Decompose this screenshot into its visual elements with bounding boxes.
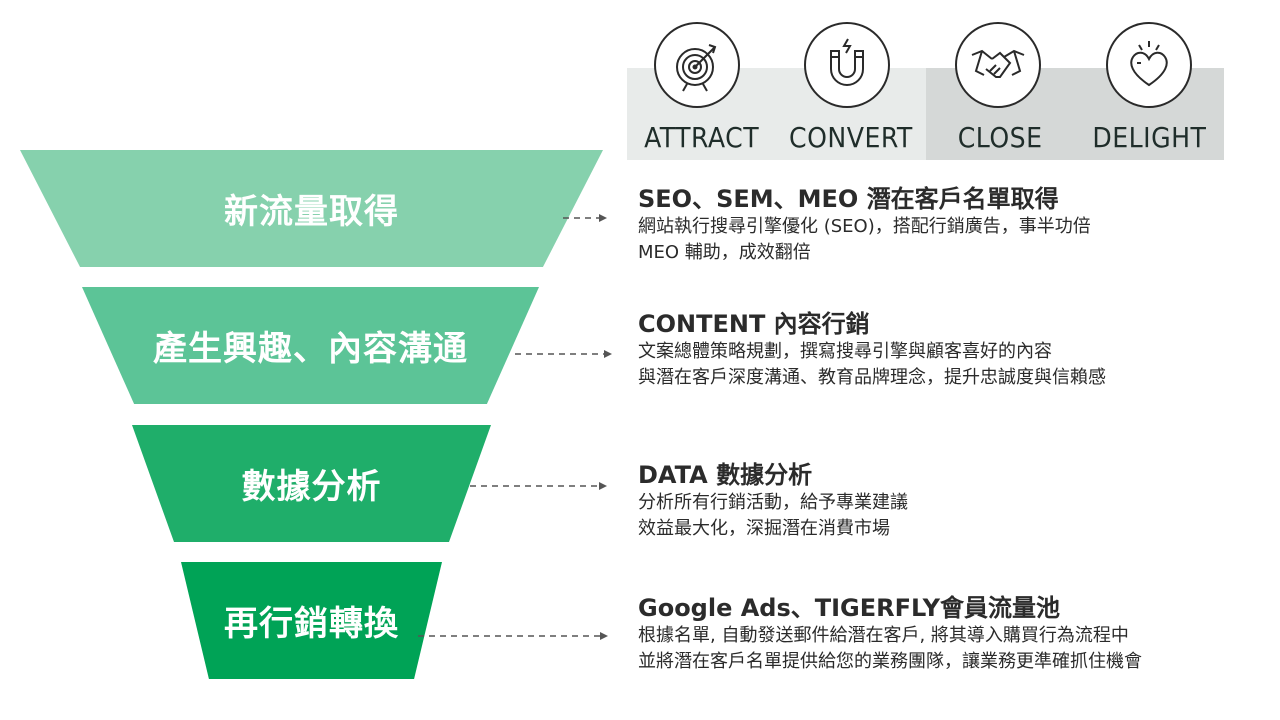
description-line: 分析所有行銷活動，給予專業建議 — [638, 492, 908, 513]
heart-icon — [1106, 22, 1192, 108]
description-line: 並將潛在客戶名單提供給您的業務團隊，讓業務更準確抓住機會 — [638, 651, 1142, 672]
description-title: SEO、SEM、MEO 潛在客戶名單取得 — [638, 185, 1059, 213]
funnel-stage-new-traffic: 新流量取得 — [20, 150, 603, 267]
description-line: 根據名單, 自動發送郵件給潛在客戶, 將其導入購買行為流程中 — [638, 625, 1129, 646]
method-stage-convert: CONVERT — [776, 68, 926, 160]
funnel-stage-data-analysis: 數據分析 — [132, 425, 491, 542]
method-stage-delight: DELIGHT — [1074, 68, 1224, 160]
handshake-icon — [955, 22, 1041, 108]
methodology-bar: ATTRACT CONVERT CLOSE DELIGHT — [627, 68, 1224, 160]
description-line: 網站執行搜尋引擎優化 (SEO)，搭配行銷廣告，事半功倍 — [638, 216, 1091, 237]
arrow-2 — [515, 348, 612, 360]
method-label-attract: ATTRACT — [644, 121, 760, 154]
description-line: MEO 輔助，成效翻倍 — [638, 242, 811, 263]
method-label-convert: CONVERT — [789, 121, 913, 154]
description-line: 與潛在客戶深度溝通、教育品牌理念，提升忠誠度與信賴感 — [638, 367, 1106, 388]
funnel-stage-interest-content: 產生興趣、內容溝通 — [82, 287, 539, 404]
description-remarketing: Google Ads、TIGERFLY會員流量池 根據名單, 自動發送郵件給潛在… — [638, 593, 1142, 675]
description-content: CONTENT 內容行銷 文案總體策略規劃，撰寫搜尋引擎與顧客喜好的內容 與潛在… — [638, 309, 1106, 391]
arrow-4 — [418, 630, 608, 642]
description-line: 效益最大化，深掘潛在消費市場 — [638, 518, 890, 539]
description-title: DATA 數據分析 — [638, 461, 813, 489]
funnel-stage-label: 數據分析 — [241, 467, 382, 507]
funnel-stage-label: 再行銷轉換 — [224, 604, 399, 644]
magnet-icon — [804, 22, 890, 108]
method-label-close: CLOSE — [957, 121, 1043, 154]
description-data: DATA 數據分析 分析所有行銷活動，給予專業建議 效益最大化，深掘潛在消費市場 — [638, 460, 908, 542]
arrow-1 — [563, 212, 607, 224]
description-seo: SEO、SEM、MEO 潛在客戶名單取得 網站執行搜尋引擎優化 (SEO)，搭配… — [638, 184, 1091, 266]
arrow-3 — [470, 480, 607, 492]
method-label-delight: DELIGHT — [1092, 121, 1207, 154]
funnel-stage-label: 新流量取得 — [224, 192, 399, 232]
target-icon — [654, 22, 740, 108]
description-line: 文案總體策略規劃，撰寫搜尋引擎與顧客喜好的內容 — [638, 341, 1052, 362]
description-title: CONTENT 內容行銷 — [638, 310, 870, 338]
funnel-stage-remarketing: 再行銷轉換 — [181, 562, 442, 679]
funnel-stage-label: 產生興趣、內容溝通 — [153, 329, 468, 369]
description-title: Google Ads、TIGERFLY會員流量池 — [638, 594, 1060, 622]
